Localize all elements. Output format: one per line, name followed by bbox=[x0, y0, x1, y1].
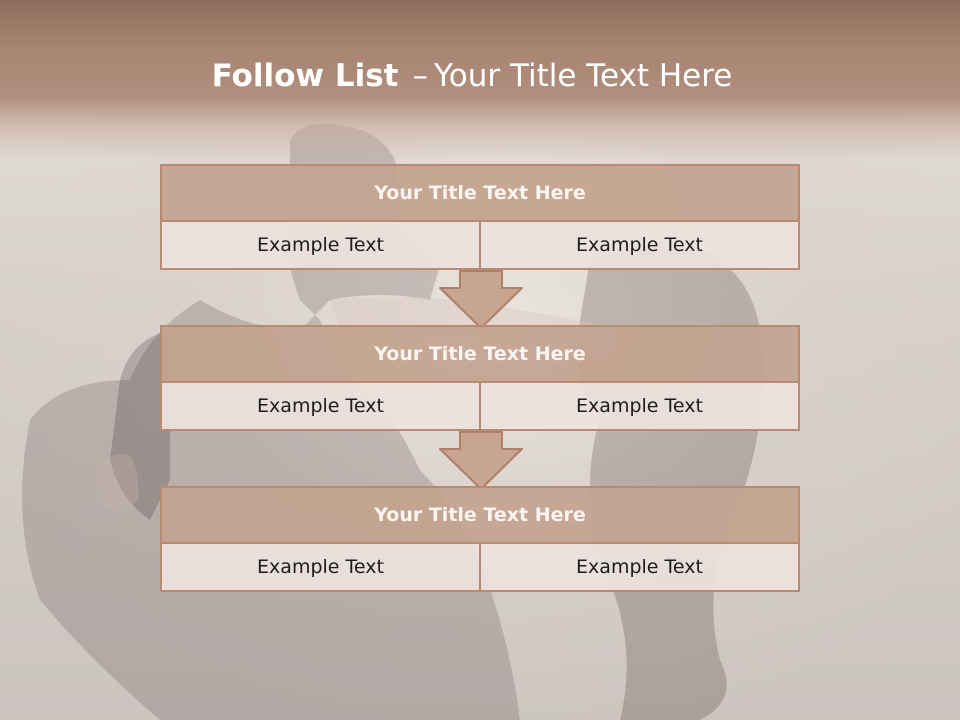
block-title: Your Title Text Here bbox=[160, 325, 800, 383]
block-cell-left: Example Text bbox=[160, 381, 481, 431]
down-arrow-icon bbox=[439, 270, 523, 329]
block-cell-left: Example Text bbox=[160, 220, 481, 270]
block-cell-left: Example Text bbox=[160, 542, 481, 592]
block-cell-right: Example Text bbox=[479, 381, 800, 431]
block-title: Your Title Text Here bbox=[160, 164, 800, 222]
block-title: Your Title Text Here bbox=[160, 486, 800, 544]
title-bar bbox=[0, 0, 960, 160]
block-cell-right: Example Text bbox=[479, 542, 800, 592]
title-bold: Follow List bbox=[211, 58, 399, 94]
title-rest: Your Title Text Here bbox=[433, 58, 733, 94]
slide-title: Follow List–Your Title Text Here bbox=[0, 52, 944, 100]
block-cell-right: Example Text bbox=[479, 220, 800, 270]
title-dash: – bbox=[412, 58, 428, 94]
down-arrow-icon bbox=[439, 431, 523, 490]
